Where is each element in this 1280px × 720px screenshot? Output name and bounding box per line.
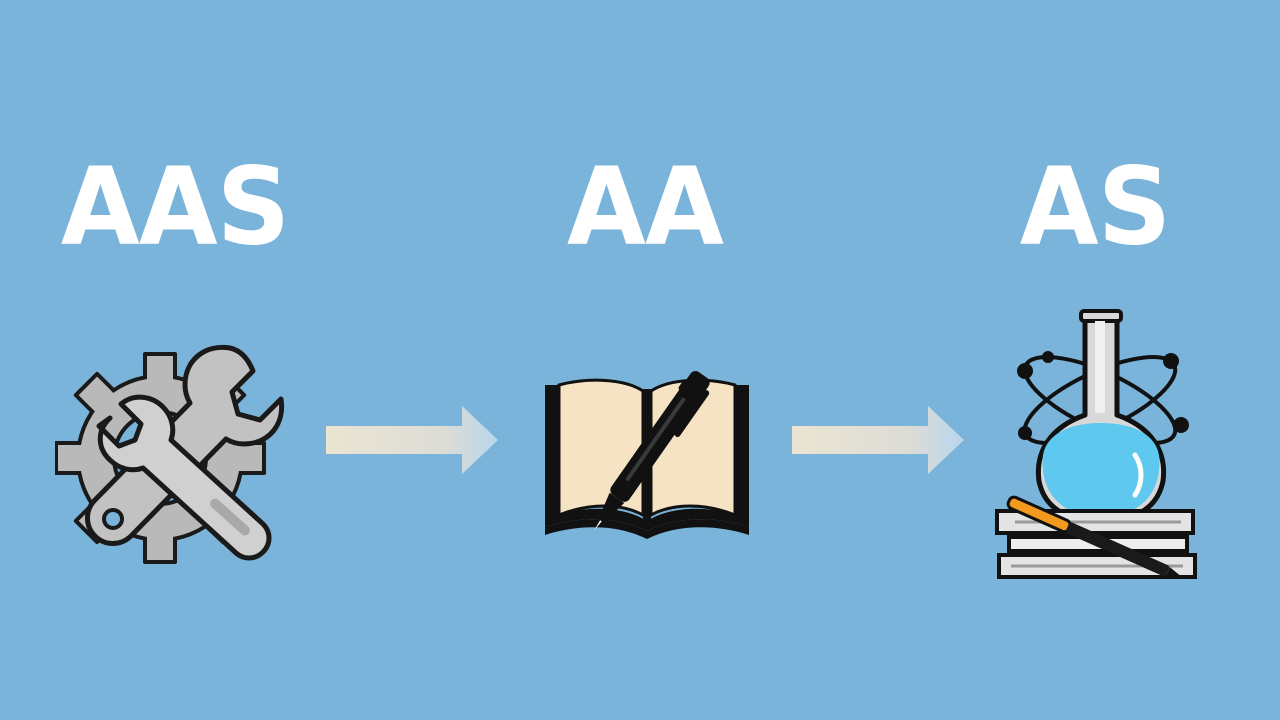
book-pen-icon (535, 355, 760, 565)
right-arrow-icon (322, 402, 502, 478)
label-aa: AA (567, 145, 724, 270)
science-icon (985, 305, 1210, 590)
label-as: AS (1019, 145, 1171, 270)
open-book-icon (545, 371, 749, 539)
right-arrow-icon (788, 402, 968, 478)
tools-icon (54, 330, 295, 575)
gear-wrench-icon (54, 344, 285, 564)
flask-icon (1035, 309, 1167, 524)
flask-atom-books-icon (995, 309, 1197, 580)
pen-icon (594, 371, 710, 531)
pen-icon (1006, 495, 1185, 580)
label-aas: AAS (60, 145, 290, 270)
wrench-icon (85, 344, 285, 546)
spanner-icon (96, 394, 272, 561)
